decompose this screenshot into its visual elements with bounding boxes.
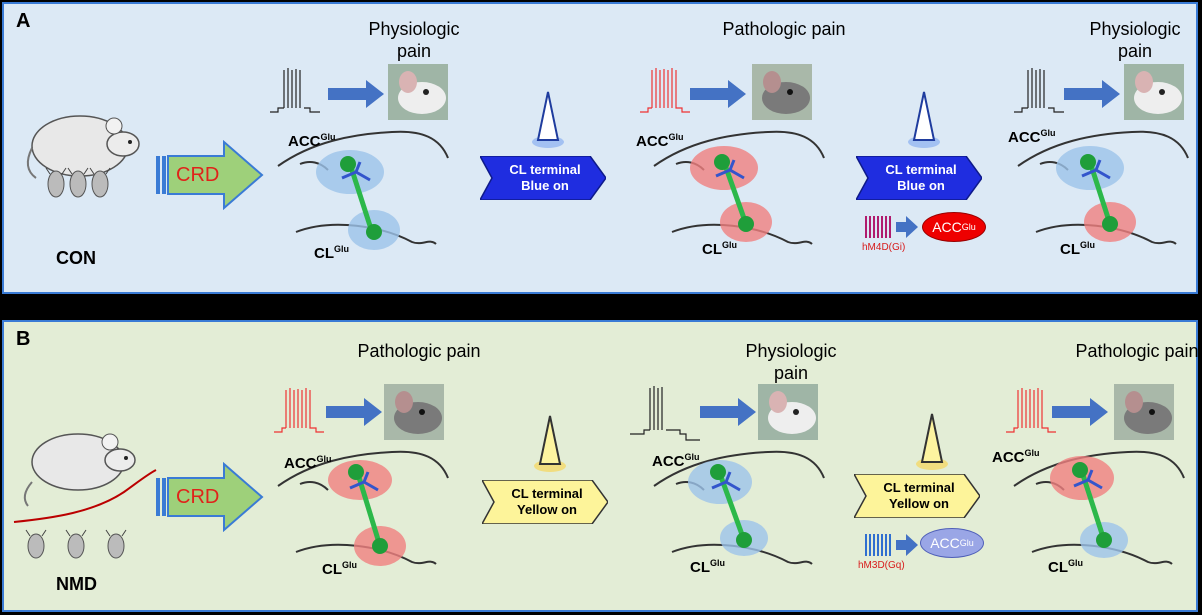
receptor-icon [865,534,918,556]
right-arrow-icon [1052,398,1108,426]
light-cone-blue-icon [532,91,564,148]
acc-label: ACCGlu [992,448,1040,466]
spike-trace-red-icon [640,68,690,113]
receptor-icon [865,216,918,238]
pain-state-label: Pathologic pain [357,341,481,361]
pain-state-label: Physiologic pain [1089,19,1181,61]
acc-label: ACCGlu [288,132,336,150]
rat-photo-icon [384,384,444,440]
panel-a: A CON CRD Physiologic pain [2,2,1198,294]
pain-state-label: Physiologic pain [368,19,460,61]
cl-label: CLGlu [322,560,357,578]
rat-brain-sagittal [1017,130,1189,245]
rat-brain-sagittal [277,130,449,250]
panel-letter: A [16,10,31,32]
acc-label: ACCGlu [1008,128,1056,146]
right-arrow-icon [328,80,384,108]
panel-letter: B [16,328,31,350]
pain-state-label: Physiologic pain [745,341,837,383]
cl-terminal-yellow-arrow [482,480,608,524]
spike-trace-black-icon [270,68,320,113]
light-cone-yellow-icon [916,413,948,470]
right-arrow-icon [1064,80,1120,108]
rat-photo-icon [758,384,818,440]
spike-trace-black-icon [1014,68,1064,113]
panel-b: B NMD CRD Pathologic pain [2,320,1199,612]
rat-photo-icon [1124,64,1184,120]
light-cone-blue-icon [908,91,940,148]
group-label: CON [56,248,96,268]
receptor-label: hM3D(Gq) [858,560,905,571]
group-label: NMD [56,574,97,594]
rat-brain-sagittal [1013,450,1185,565]
acc-label: ACCGlu [284,454,332,472]
right-arrow-icon [326,398,382,426]
rat-brain-sagittal [653,130,825,245]
right-arrow-icon [690,80,746,108]
mouse-separated-pups-icon [13,433,157,559]
cl-label: CLGlu [702,240,737,258]
cl-terminal-blue-arrow [480,156,606,200]
rat-photo-icon [1114,384,1174,440]
cl-label: CLGlu [1060,240,1095,258]
acc-label: ACCGlu [652,452,700,470]
spike-trace-red-icon [274,388,324,433]
spike-trace-black-icon [630,386,700,441]
mouse-with-pups-icon [26,115,140,198]
cl-terminal-blue-arrow [856,156,982,200]
right-arrow-icon [700,398,756,426]
cl-label: CLGlu [1048,558,1083,576]
crd-arrow-icon [156,462,264,532]
cl-label: CLGlu [690,558,725,576]
crd-arrow-icon [156,140,264,210]
rat-brain-sagittal [653,450,825,565]
receptor-label: hM4D(Gi) [862,242,906,253]
cl-label: CLGlu [314,244,349,262]
crd-label: CRD [176,164,220,186]
rat-brain-sagittal [277,450,449,566]
rat-photo-icon [388,64,448,120]
crd-label: CRD [176,486,220,508]
rat-photo-icon [752,64,812,120]
light-cone-yellow-icon [534,415,566,472]
cl-terminal-yellow-arrow [854,474,980,518]
spike-trace-red-icon [1006,388,1056,433]
pain-state-label: Pathologic pain [1075,341,1199,361]
acc-label: ACCGlu [636,132,684,150]
pain-state-label: Pathologic pain [722,19,846,39]
